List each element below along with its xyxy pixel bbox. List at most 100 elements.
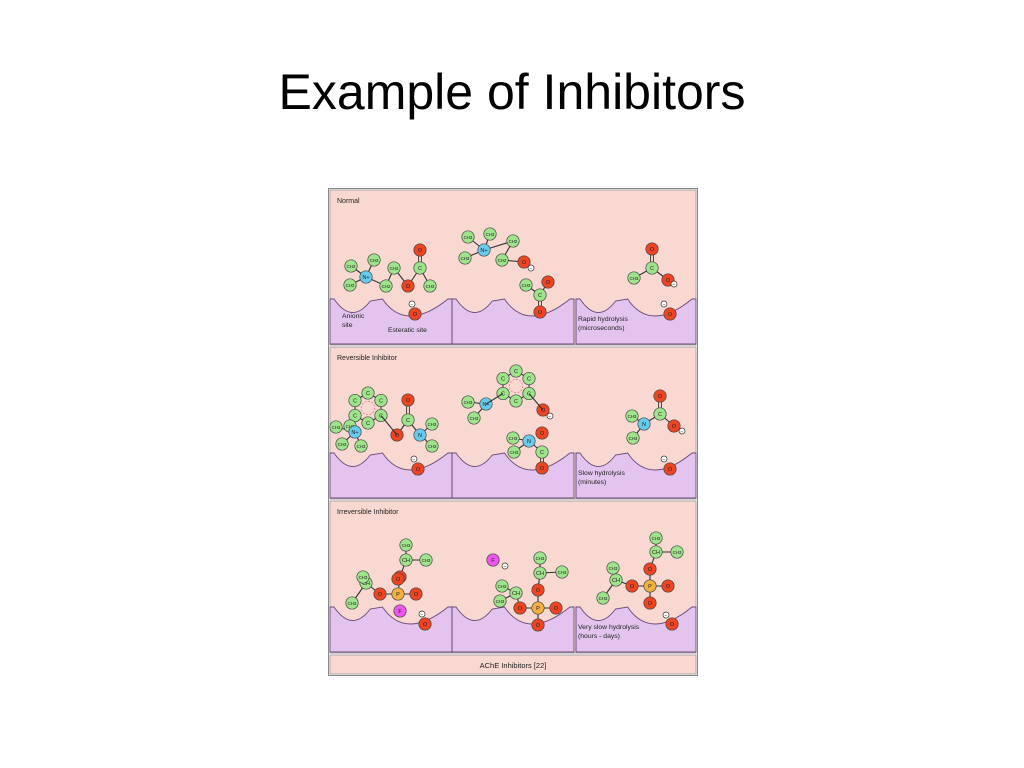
stage-2 bbox=[451, 298, 575, 345]
phosphorus-atom: P bbox=[391, 587, 405, 601]
ch-atom: CH bbox=[609, 573, 623, 587]
atom-label: C bbox=[501, 377, 505, 383]
atom-label: CH3 bbox=[370, 258, 379, 263]
atom-label: O bbox=[416, 467, 421, 473]
charge-sign: − bbox=[504, 564, 507, 570]
atom-label: CH3 bbox=[673, 550, 682, 555]
ch3-atom: CH3 bbox=[335, 437, 349, 451]
atom-label: C bbox=[540, 450, 544, 456]
atom-label: CH bbox=[402, 558, 410, 564]
anionic-site-label-line: Anionic bbox=[342, 313, 365, 320]
ch3-atom: CH3 bbox=[423, 279, 437, 293]
atom-label: CH3 bbox=[422, 558, 431, 563]
atom-label: O bbox=[536, 623, 541, 629]
hydrolysis-note-line: Very slow hydrolysis bbox=[578, 624, 640, 631]
ch2-atom: CH2 bbox=[387, 261, 401, 275]
ch3-atom: CH3 bbox=[461, 230, 475, 244]
atom-label: O bbox=[668, 312, 673, 318]
negative-charge: − bbox=[660, 300, 668, 308]
atom-label: CH3 bbox=[496, 599, 505, 604]
phosphorus-atom: P bbox=[643, 579, 657, 593]
charge-sign: − bbox=[663, 302, 666, 308]
ch3-atom: CH3 bbox=[354, 439, 368, 453]
oxygen-atom: O bbox=[409, 587, 423, 601]
atom-label: CH bbox=[362, 581, 370, 587]
atom-label: C bbox=[366, 421, 370, 427]
nitrogen-atom: N bbox=[522, 434, 536, 448]
atom-label: O bbox=[666, 584, 671, 590]
ch3-atom: CH3 bbox=[627, 271, 641, 285]
oxygen-atom: O bbox=[643, 562, 657, 576]
atom-label: O bbox=[648, 567, 653, 573]
fluorine-atom: F bbox=[393, 604, 407, 618]
atom-label: CH3 bbox=[486, 232, 495, 237]
atom-label: CH3 bbox=[402, 543, 411, 548]
atom-label: N bbox=[527, 439, 531, 445]
negative-charge: − bbox=[662, 611, 670, 619]
oxygen-atom: O bbox=[533, 305, 547, 319]
atom-label: C bbox=[353, 414, 357, 420]
atom-label: O bbox=[378, 592, 383, 598]
carbon-atom: C bbox=[533, 288, 547, 302]
carbon-atom: C bbox=[522, 371, 536, 386]
atom-label: CH3 bbox=[599, 596, 608, 601]
enzyme-surface bbox=[451, 298, 575, 345]
negative-charge: − bbox=[418, 610, 426, 618]
charge-sign: − bbox=[673, 282, 676, 288]
atom-label: O bbox=[395, 433, 400, 439]
oxygen-atom: O bbox=[531, 618, 545, 632]
ch3-atom: CH3 bbox=[596, 591, 610, 605]
section-title: Normal bbox=[337, 198, 360, 205]
atom-label: CH3 bbox=[428, 444, 437, 449]
ch3-atom: CH3 bbox=[495, 579, 509, 593]
atom-label: N+ bbox=[480, 248, 487, 254]
figure-caption-bar: AChE Inhibitors [22] bbox=[329, 654, 697, 675]
ch-atom: CH bbox=[533, 566, 547, 580]
atom-label: F bbox=[491, 558, 495, 564]
atom-label: O bbox=[658, 394, 663, 400]
oxygen-atom: O bbox=[513, 601, 527, 615]
atom-label: O bbox=[540, 466, 545, 472]
atom-label: CH3 bbox=[609, 566, 618, 571]
ch3-atom: CH3 bbox=[626, 431, 640, 445]
ch2-atom: CH2 bbox=[379, 279, 393, 293]
atom-label: C bbox=[366, 391, 370, 397]
atom-label: CH2 bbox=[390, 266, 399, 271]
oxygen-atom: O bbox=[667, 419, 681, 433]
oxygen-atom: O bbox=[663, 462, 677, 476]
atom-label: C bbox=[538, 293, 542, 299]
ch3-atom: CH3 bbox=[519, 278, 533, 292]
atom-label: CH3 bbox=[346, 283, 355, 288]
atom-label: O bbox=[413, 312, 418, 318]
atom-label: N+ bbox=[482, 402, 489, 408]
charge-sign: − bbox=[421, 612, 424, 618]
section-title: Reversible Inhibitor bbox=[337, 355, 398, 362]
ch3-atom: CH3 bbox=[606, 561, 620, 575]
negative-charge: − bbox=[678, 427, 686, 435]
oxygen-atom: O bbox=[643, 596, 657, 610]
atom-label: N bbox=[418, 433, 422, 439]
oxygen-atom: O bbox=[517, 255, 531, 269]
carbon-atom: C bbox=[413, 261, 427, 275]
enzyme-surface bbox=[575, 606, 697, 653]
atom-label: O bbox=[418, 248, 423, 254]
oxygen-atom: O bbox=[418, 617, 432, 631]
atom-label: C bbox=[527, 392, 531, 398]
stage-1 bbox=[329, 606, 453, 653]
stage-3 bbox=[575, 298, 697, 345]
ch3-atom: CH3 bbox=[343, 278, 357, 292]
stage-1 bbox=[329, 452, 453, 499]
atom-label: O bbox=[540, 431, 545, 437]
charge-sign: − bbox=[549, 414, 552, 420]
enzyme-surface bbox=[575, 452, 697, 499]
atom-label: CH3 bbox=[522, 283, 531, 288]
ch-atom: CH bbox=[509, 586, 523, 600]
nitrogen-plus-atom: N+ bbox=[348, 425, 362, 439]
